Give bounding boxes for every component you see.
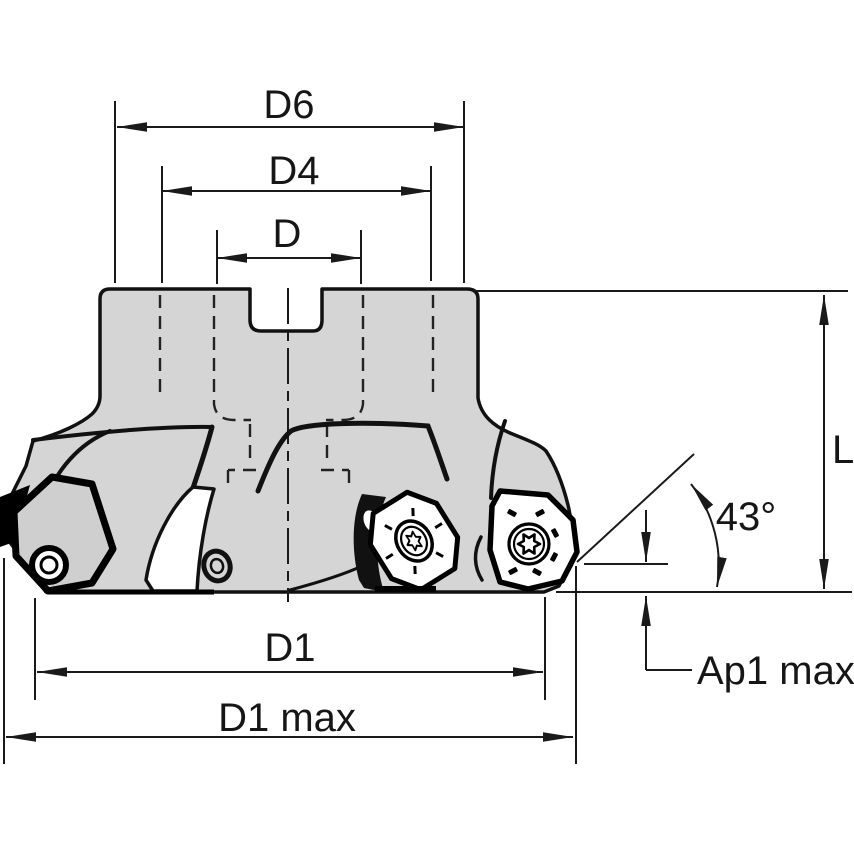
dimension-group xyxy=(3,101,852,764)
lead-angle-reference-line xyxy=(576,453,695,563)
label-ap1-max: Ap1 max xyxy=(697,649,854,693)
label-l: L xyxy=(832,428,854,472)
label-d1: D1 xyxy=(264,626,315,670)
lead-angle-arc xyxy=(690,483,727,588)
label-d: D xyxy=(273,212,302,256)
hidden-bore-lines xyxy=(158,295,435,488)
flute-screw-hole xyxy=(201,548,233,584)
right-insert xyxy=(487,488,580,592)
left-insert xyxy=(0,473,120,595)
label-d4: D4 xyxy=(268,149,319,193)
label-d6: D6 xyxy=(263,83,314,127)
label-lead-angle: 43° xyxy=(716,495,777,539)
insert-index-dots xyxy=(507,509,559,576)
dimension-labels: D6 D4 D D1 D1 max L 43° Ap1 max xyxy=(218,83,854,740)
label-d1-max: D1 max xyxy=(218,696,356,740)
cutter-body-group xyxy=(0,287,580,602)
extension-lines xyxy=(3,101,852,764)
middle-insert xyxy=(367,489,461,593)
bottom-edge-accents xyxy=(48,586,436,595)
